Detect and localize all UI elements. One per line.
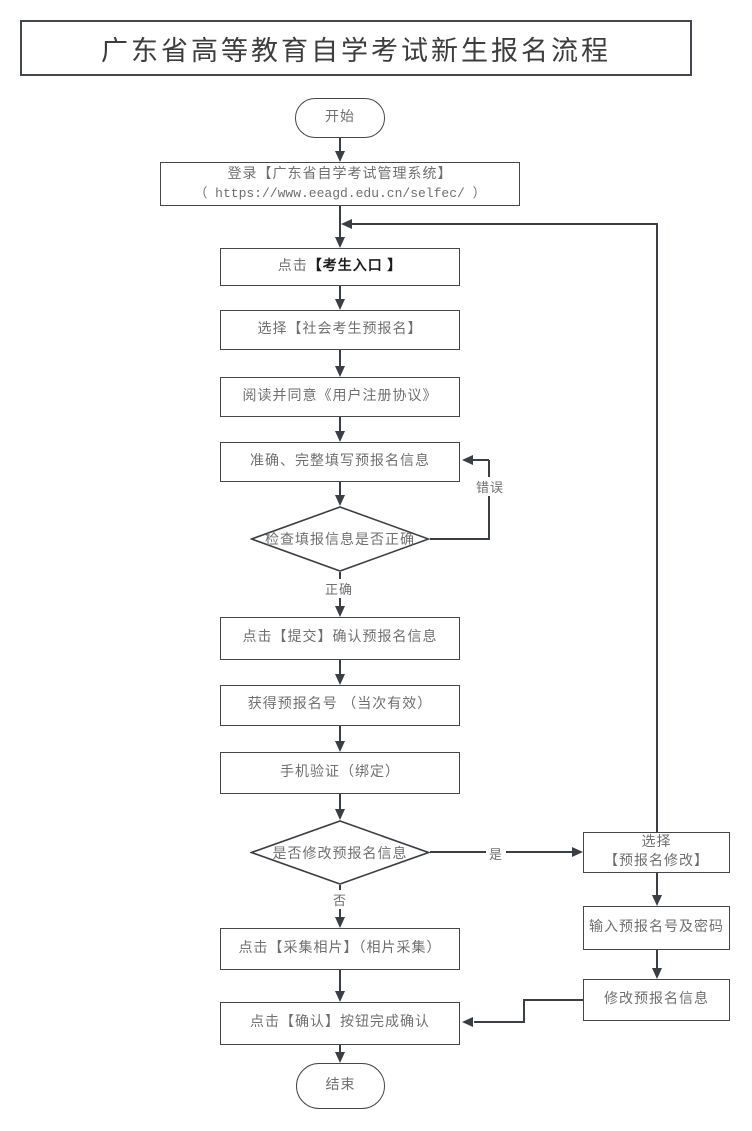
arrow-down-icon bbox=[335, 917, 345, 928]
connector-line bbox=[656, 950, 658, 971]
edge-label-correct: 正确 bbox=[322, 579, 357, 598]
node-select-social: 选择【社会考生预报名】 bbox=[220, 310, 460, 350]
node-phone-verify: 手机验证（绑定） bbox=[220, 752, 460, 794]
arrow-left-icon bbox=[341, 219, 352, 229]
node-login: 登录【广东省自学考试管理系统】 （ https://www.eeagd.edu.… bbox=[160, 162, 520, 206]
arrow-down-icon bbox=[335, 741, 345, 752]
decision-modify-shape bbox=[250, 820, 430, 885]
connector-line bbox=[352, 223, 658, 225]
connector-line bbox=[339, 285, 341, 302]
edge-label-yes: 是 bbox=[486, 844, 507, 863]
connector-line bbox=[339, 206, 341, 240]
node-input-number: 输入预报名号及密码 bbox=[583, 906, 730, 950]
node-agreement: 阅读并同意《用户注册协议》 bbox=[220, 377, 460, 417]
connector-line bbox=[473, 459, 489, 461]
connector-line bbox=[656, 223, 658, 832]
flowchart-title: 广东省高等教育自学考试新生报名流程 bbox=[20, 20, 692, 76]
node-candidate-entry-prefix: 点击 bbox=[277, 258, 308, 274]
node-modify-info: 修改预报名信息 bbox=[583, 979, 730, 1021]
node-select-modify: 选择 【预报名修改】 bbox=[583, 832, 730, 873]
arrow-down-icon bbox=[335, 299, 345, 310]
connector-line bbox=[339, 660, 341, 677]
connector-line bbox=[523, 999, 583, 1001]
decision-check-info: 检查填报信息是否正确 bbox=[265, 533, 415, 548]
arrow-down-icon bbox=[335, 606, 345, 617]
arrow-left-icon bbox=[462, 1017, 473, 1027]
connector-line bbox=[339, 482, 341, 498]
node-start: 开始 bbox=[295, 98, 385, 138]
connector-line bbox=[523, 999, 525, 1023]
node-collect-photo: 点击【采集相片】（相片采集） bbox=[220, 928, 460, 970]
node-candidate-entry-bold: 【考生入口 】 bbox=[307, 258, 403, 274]
node-select-modify-line2: 【预报名修改】 bbox=[604, 853, 709, 869]
node-login-url: （ https://www.eeagd.edu.cn/selfec/ ） bbox=[194, 185, 486, 201]
node-login-line1: 登录【广东省自学考试管理系统】 bbox=[227, 166, 453, 182]
decision-modify: 是否修改预报名信息 bbox=[272, 847, 408, 862]
arrow-down-icon bbox=[335, 366, 345, 377]
node-submit: 点击【提交】确认预报名信息 bbox=[220, 617, 460, 660]
arrow-down-icon bbox=[335, 991, 345, 1002]
arrow-down-icon bbox=[335, 1052, 345, 1063]
connector-line bbox=[339, 350, 341, 369]
edge-label-error: 错误 bbox=[473, 477, 508, 496]
arrow-down-icon bbox=[335, 674, 345, 685]
node-end: 结束 bbox=[296, 1063, 385, 1109]
connector-line bbox=[339, 417, 341, 434]
arrow-down-icon bbox=[652, 895, 662, 906]
connector-line bbox=[656, 873, 658, 898]
connector-line bbox=[430, 538, 490, 540]
connector-line bbox=[339, 794, 341, 812]
connector-line bbox=[339, 1045, 341, 1055]
arrow-down-icon bbox=[335, 495, 345, 506]
node-get-number: 获得预报名号 （当次有效） bbox=[220, 685, 460, 726]
arrow-down-icon bbox=[652, 968, 662, 979]
edge-label-no: 否 bbox=[330, 890, 351, 909]
arrow-down-icon bbox=[335, 809, 345, 820]
decision-check-info-shape bbox=[250, 506, 430, 572]
arrow-right-icon bbox=[572, 847, 583, 857]
arrow-down-icon bbox=[335, 431, 345, 442]
arrow-down-icon bbox=[335, 151, 345, 162]
connector-line bbox=[339, 970, 341, 994]
arrow-down-icon bbox=[335, 237, 345, 248]
node-candidate-entry: 点击 【考生入口 】 bbox=[220, 248, 460, 286]
node-confirm: 点击【确认】按钮完成确认 bbox=[220, 1002, 460, 1045]
node-select-modify-line1: 选择 bbox=[641, 834, 672, 850]
connector-line bbox=[339, 726, 341, 744]
connector-line bbox=[488, 460, 490, 540]
arrow-left-icon bbox=[462, 455, 473, 465]
connector-line bbox=[474, 1021, 523, 1023]
connector-line bbox=[339, 138, 341, 153]
node-fill-info: 准确、完整填写预报名信息 bbox=[220, 442, 460, 482]
